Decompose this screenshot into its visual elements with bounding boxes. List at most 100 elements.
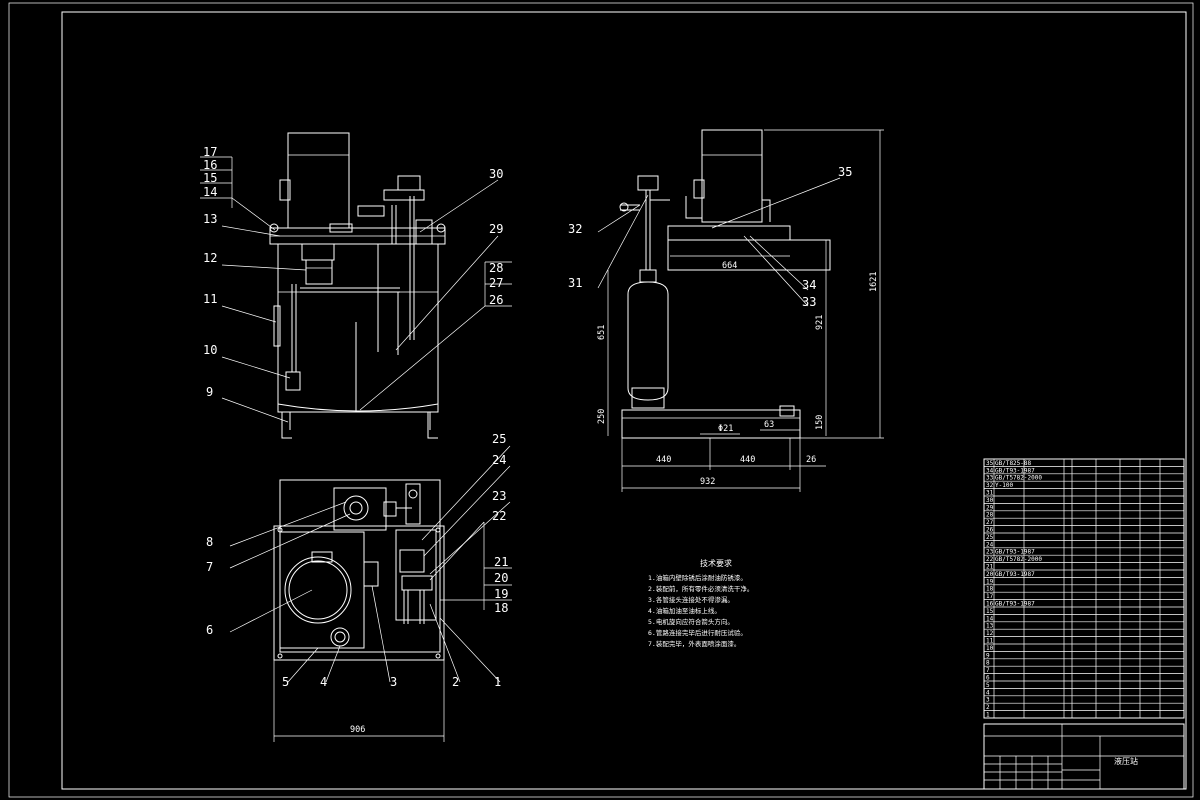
dim-651: 651 — [597, 325, 607, 340]
balloon-14: 14 — [203, 185, 217, 199]
dim-26: 26 — [806, 455, 816, 465]
bom-item-number: 23 — [986, 549, 994, 556]
bom-row: 4 — [986, 689, 990, 696]
dim-250: 250 — [597, 409, 607, 424]
balloon-35: 35 — [838, 165, 852, 179]
bom-row: 12 — [986, 630, 994, 637]
note-line-6: 6.管路连接完毕后进行耐压试验。 — [648, 628, 747, 637]
bom-item-number: 4 — [986, 689, 990, 696]
bom-item-number: 3 — [986, 697, 990, 704]
bom-row: 15 — [986, 608, 994, 615]
bom-item-number: 18 — [986, 586, 994, 593]
balloon-18: 18 — [494, 601, 508, 615]
bom-row: 2 — [986, 704, 990, 711]
bom-row: 5 — [986, 682, 990, 689]
balloon-26: 26 — [489, 293, 503, 307]
top-view-labels: 8 7 6 5 4 3 2 1 25 24 23 22 21 20 19 18 … — [206, 432, 508, 735]
bom-item-number: 20 — [986, 571, 994, 578]
dim-932: 932 — [700, 477, 715, 487]
bom-item-number: 15 — [986, 608, 994, 615]
balloon-8: 8 — [206, 535, 213, 549]
bom-item-number: 1 — [986, 712, 990, 719]
balloon-7: 7 — [206, 560, 213, 574]
balloon-15: 15 — [203, 171, 217, 185]
dim-921: 921 — [815, 315, 825, 330]
balloon-16: 16 — [203, 158, 217, 172]
balloon-11: 11 — [203, 292, 217, 306]
balloon-13: 13 — [203, 212, 217, 226]
balloon-24: 24 — [492, 453, 506, 467]
bom-item-number: 17 — [986, 593, 994, 600]
bom-item-number: 24 — [986, 541, 994, 548]
note-line-4: 4.油箱加油至油标上线。 — [648, 606, 721, 615]
bom-item-number: 25 — [986, 534, 994, 541]
balloon-21: 21 — [494, 555, 508, 569]
technical-requirements: 技术要求 1.油箱内壁除锈后涂耐油防锈漆。 2.装配前，所有零件必须清洗干净。 … — [648, 558, 753, 648]
bom-item-number: 7 — [986, 667, 990, 674]
bom-row: 18 — [986, 586, 994, 593]
bom-item-number: 6 — [986, 675, 990, 682]
bom-item-number: 14 — [986, 615, 994, 622]
note-line-7: 7.装配完毕，外表面喷涂面漆。 — [648, 639, 740, 648]
bom-row: 6 — [986, 675, 990, 682]
balloon-32: 32 — [568, 222, 582, 236]
dim-1621: 1621 — [869, 272, 879, 292]
title-block: 液压站 — [983, 723, 1185, 790]
balloon-9: 9 — [206, 385, 213, 399]
bom-row: 28 — [986, 512, 994, 519]
bom-item-number: 5 — [986, 682, 990, 689]
balloon-30: 30 — [489, 167, 503, 181]
bom-code: GB/T825-88 — [995, 460, 1032, 467]
dim-phi21: Φ21 — [718, 424, 733, 434]
balloon-29: 29 — [489, 222, 503, 236]
bom-row: 3 — [986, 697, 990, 704]
bom-row: 24 — [986, 541, 994, 548]
balloon-17: 17 — [203, 145, 217, 159]
bom-row: 17 — [986, 593, 994, 600]
bom-row: 27 — [986, 519, 994, 526]
bom-row: 14 — [986, 615, 994, 622]
note-line-5: 5.电机旋向应符合箭头方向。 — [648, 617, 734, 626]
bom-item-number: 28 — [986, 512, 994, 519]
bom-row: 10 — [986, 645, 994, 652]
side-view — [597, 129, 884, 492]
bom-row: 26 — [986, 527, 994, 534]
bom-item-number: 9 — [986, 652, 990, 659]
sheet-border — [8, 2, 1194, 798]
dim-63: 63 — [764, 420, 774, 430]
balloon-22: 22 — [492, 509, 506, 523]
side-view-labels: 32 31 35 34 33 664 651 921 1621 250 150 … — [568, 165, 879, 487]
balloon-25: 25 — [492, 432, 506, 446]
balloon-31: 31 — [568, 276, 582, 290]
bom-row: 8 — [986, 660, 990, 667]
balloon-28: 28 — [489, 261, 503, 275]
balloon-27: 27 — [489, 276, 503, 290]
bom-item-number: 2 — [986, 704, 990, 711]
bom-code: GB/T5782-2000 — [995, 475, 1042, 482]
dim-906: 906 — [350, 725, 365, 735]
bom-item-number: 16 — [986, 601, 994, 608]
bom-code: GB/T93-1987 — [995, 601, 1035, 608]
bom-item-number: 29 — [986, 504, 994, 511]
bom-item-number: 26 — [986, 527, 994, 534]
notes-heading: 技术要求 — [700, 558, 732, 568]
balloon-33: 33 — [802, 295, 816, 309]
bom-item-number: 30 — [986, 497, 994, 504]
balloon-10: 10 — [203, 343, 217, 357]
drawing-title: 液压站 — [1114, 756, 1138, 766]
bom-row: 25 — [986, 534, 994, 541]
balloon-2: 2 — [452, 675, 459, 689]
note-line-1: 1.油箱内壁除锈后涂耐油防锈漆。 — [648, 573, 747, 582]
balloon-5: 5 — [282, 675, 289, 689]
bom-row: 1 — [986, 712, 990, 719]
bom-row: 21 — [986, 564, 994, 571]
top-view — [229, 445, 512, 742]
bom-item-number: 32 — [986, 482, 994, 489]
bom-item-number: 22 — [986, 556, 994, 563]
